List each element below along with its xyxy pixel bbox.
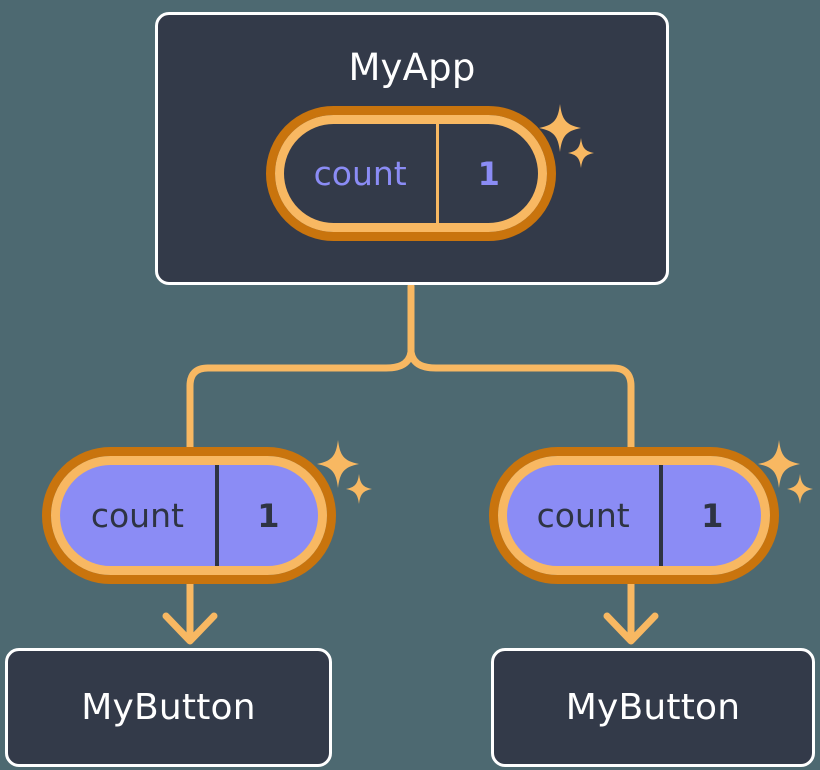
pill-inner-ring: count 1: [51, 456, 327, 575]
pill-outer-ring: count 1: [42, 447, 336, 584]
connector-branch-left: [186, 348, 415, 454]
state-key-cell: count: [507, 465, 659, 566]
arrow-head-left: [162, 612, 218, 645]
state-key-label: count: [90, 496, 184, 535]
state-key-label: count: [313, 154, 407, 193]
state-pill-right[interactable]: count 1: [489, 447, 779, 584]
state-value-cell: 1: [436, 124, 538, 223]
pill-outer-ring: count 1: [489, 447, 779, 584]
pill-inner-ring: count 1: [275, 115, 547, 232]
state-value-label: 1: [257, 496, 280, 535]
state-key-cell: count: [284, 124, 436, 223]
state-value-cell: 1: [214, 465, 318, 566]
component-box-mybutton-right[interactable]: MyButton: [491, 648, 815, 767]
component-title-mybutton-left: MyButton: [81, 687, 256, 728]
state-value-label: 1: [701, 496, 724, 535]
pill-inner-ring: count 1: [498, 456, 770, 575]
component-title-mybutton-right: MyButton: [565, 687, 741, 728]
state-pill-myapp[interactable]: count 1: [266, 106, 556, 241]
pill-outer-ring: count 1: [266, 106, 556, 241]
state-value-cell: 1: [659, 465, 761, 566]
component-box-mybutton-left[interactable]: MyButton: [5, 648, 332, 767]
state-value-label: 1: [477, 154, 500, 193]
state-pill-left[interactable]: count 1: [42, 447, 336, 584]
component-title-myapp: MyApp: [348, 46, 476, 89]
connector-branch-right: [407, 348, 635, 454]
arrow-head-right: [603, 612, 659, 645]
state-key-label: count: [536, 496, 630, 535]
state-key-cell: count: [60, 465, 215, 566]
